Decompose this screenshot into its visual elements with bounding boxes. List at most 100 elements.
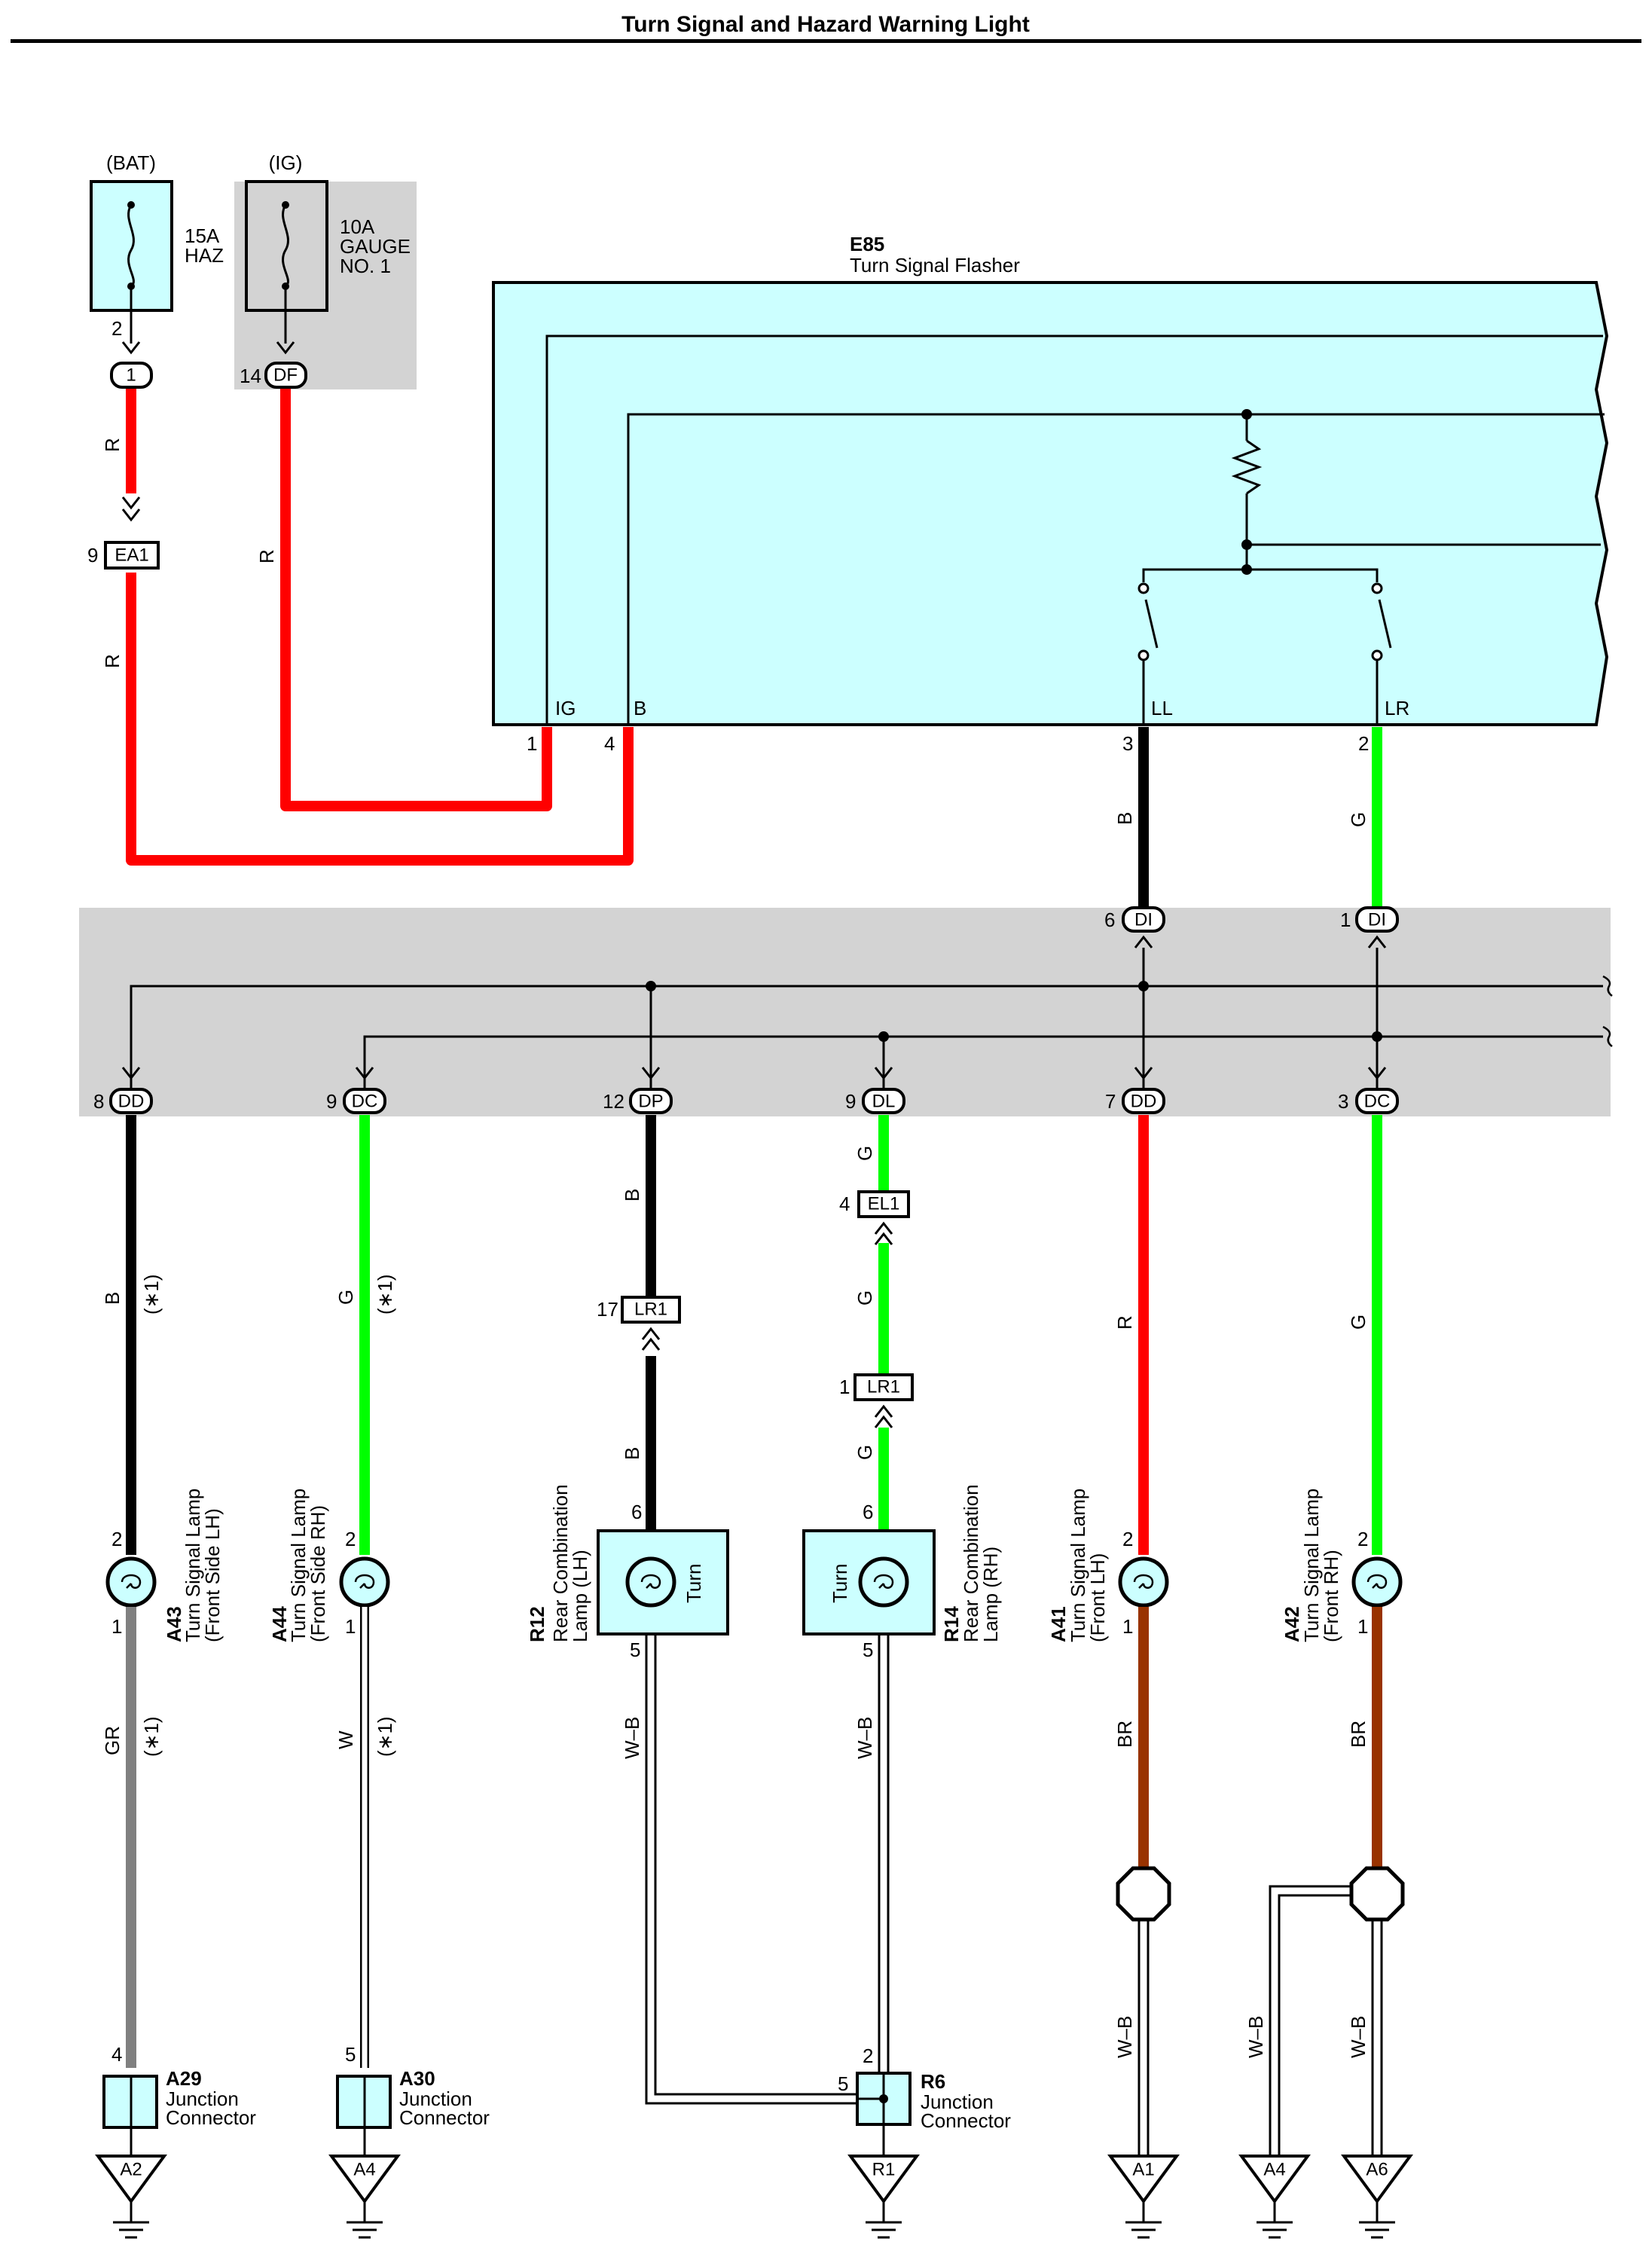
jc-pin: 4 xyxy=(111,2043,122,2066)
fuse-source-label: (IG) xyxy=(269,151,303,174)
wire-color-label: BR xyxy=(1113,1721,1136,1748)
lamp-a44: 2 1 A44 Turn Signal Lamp (Front Side RH) xyxy=(268,1489,390,1642)
red-wires-top: EA1 9 R R R xyxy=(87,389,634,866)
connector-chevron-icon xyxy=(1134,1067,1153,1080)
lamp-r14: 6 Turn 5 R14 Rear Combination Lamp (RH) xyxy=(802,1484,1002,1661)
lamp-pin: 2 xyxy=(1122,1528,1133,1550)
ground-label: A1 xyxy=(1132,2160,1154,2180)
wire-color-label: W–B xyxy=(853,1717,876,1759)
connector-oval xyxy=(343,1088,386,1114)
wire-color-label: GR xyxy=(101,1726,124,1755)
wire-color-label: G xyxy=(853,1445,876,1460)
lamp-name: Lamp (LH) xyxy=(569,1550,591,1642)
connector-oval xyxy=(264,362,307,389)
ground-a1: A1 xyxy=(1107,2155,1180,2239)
wire-color-label: G xyxy=(853,1290,876,1306)
lamp-name: (Front LH) xyxy=(1086,1553,1109,1642)
flasher-internal-line xyxy=(545,334,1603,725)
connector-chevron-icon xyxy=(121,341,141,355)
jc-name: Connector xyxy=(399,2106,490,2129)
lamp-pin: 1 xyxy=(1357,1615,1368,1638)
wire-color-label: B xyxy=(621,1189,643,1202)
lamp-pin: 5 xyxy=(630,1638,640,1661)
page-title: Turn Signal and Hazard Warning Light xyxy=(621,12,1030,37)
wire-color-label: R xyxy=(101,438,124,452)
terminal-pin: 1 xyxy=(527,732,537,755)
resistor-icon xyxy=(1231,439,1263,495)
connector-oval xyxy=(1355,1088,1399,1114)
ground-icon xyxy=(1107,2155,1180,2204)
jc-pin: 5 xyxy=(345,2043,356,2066)
lamp-name: Rear Combination xyxy=(549,1484,572,1642)
inline-connector xyxy=(621,1296,681,1324)
wire-color-label: G xyxy=(853,1146,876,1161)
wire-color-label: B xyxy=(1113,812,1136,825)
wire-color-label: W–B xyxy=(1244,2016,1267,2058)
fuse-rating: 15A xyxy=(185,224,220,247)
bulb-filament-icon xyxy=(121,1574,142,1589)
wire-note: (∗1) xyxy=(140,1274,163,1315)
connector-code: DF xyxy=(273,365,298,386)
junction-block: DI 6 DI 1 DD 8 DC 12 9 DP xyxy=(93,906,1613,1114)
fuse-terminal xyxy=(127,201,135,209)
connector-oval xyxy=(862,1088,905,1114)
wire-color-label: B xyxy=(101,1292,124,1305)
connector-code: DL xyxy=(872,1092,896,1112)
ground-r1: R1 xyxy=(847,2155,920,2239)
connector-chevron-icon xyxy=(874,1404,893,1428)
ground-wires: GR (∗1) W (∗1) W–B W–B BR BR W–B W–B W–B xyxy=(101,1607,1405,2156)
fuse-gauge: (IG) 10A GAUGE NO. 1 14 DF xyxy=(240,151,411,389)
connector-pin: 8 xyxy=(93,1090,104,1113)
lamp-pin: 6 xyxy=(631,1501,642,1523)
wire-color-label: W–B xyxy=(1113,2016,1136,2058)
flasher-internal-line xyxy=(627,413,1605,725)
title-rule xyxy=(11,39,1641,43)
terminal-pin: 3 xyxy=(1122,732,1133,755)
bulb-icon xyxy=(625,1556,676,1608)
lamp-name: (Front RH) xyxy=(1320,1550,1342,1642)
connector-code: DI xyxy=(1368,910,1386,930)
ground-label: A4 xyxy=(353,2160,375,2180)
ground-label: A6 xyxy=(1366,2160,1388,2180)
ground-a6: A6 xyxy=(1341,2155,1413,2239)
wire-color-label: G xyxy=(1347,1315,1370,1330)
fuse-pin: 2 xyxy=(111,317,122,340)
wire-color-label: W–B xyxy=(621,1717,643,1759)
ground-icon xyxy=(847,2155,920,2204)
connector-chevron-icon xyxy=(355,1067,374,1080)
fuse-terminal xyxy=(282,201,289,209)
lamp-id: A41 xyxy=(1047,1606,1070,1642)
fuse-pin: 14 xyxy=(240,365,261,387)
ground-icon xyxy=(328,2155,401,2204)
fuse-element-icon xyxy=(127,204,135,288)
lamp-pin: 2 xyxy=(1357,1528,1368,1550)
lamp-pin: 1 xyxy=(1122,1615,1133,1638)
flasher-name: Turn Signal Flasher xyxy=(850,254,1020,276)
wire-color-label: R xyxy=(101,654,124,668)
fuse-source-label: (BAT) xyxy=(106,151,156,174)
junction-block-shade xyxy=(79,908,1611,1116)
connector-code: DC xyxy=(1364,1092,1391,1112)
lamp-id: A44 xyxy=(268,1606,291,1642)
connector-oval xyxy=(1122,906,1165,933)
inline-connector-pin: 9 xyxy=(87,544,98,567)
lamp-id: A43 xyxy=(163,1606,185,1642)
lamp-inner-label: Turn xyxy=(682,1564,705,1604)
terminal-pin: 4 xyxy=(604,732,615,755)
jc-id: A30 xyxy=(399,2067,435,2090)
terminal-label: B xyxy=(634,697,646,719)
jc-id: A29 xyxy=(166,2067,202,2090)
lower-wires: EL1 4 LR1 17 LR1 1 B (∗1) G (∗1) B B G G… xyxy=(101,1115,1382,1555)
lamp-name: Rear Combination xyxy=(960,1484,982,1642)
terminal-pin: 2 xyxy=(1358,732,1369,755)
terminal-label: LR xyxy=(1385,697,1409,719)
relay-switch-ll-icon xyxy=(1137,582,1159,725)
connector-chevron-icon xyxy=(1367,935,1387,948)
lamp-name: Lamp (RH) xyxy=(979,1547,1002,1642)
lamp-a42: 2 1 A42 Turn Signal Lamp (Front RH) xyxy=(1281,1489,1403,1642)
lamp-pin: 1 xyxy=(345,1615,356,1638)
inline-connector-code: LR1 xyxy=(634,1300,667,1320)
lamp-name: (Front Side LH) xyxy=(201,1508,224,1642)
terminal-label: LL xyxy=(1151,697,1173,719)
lamp-name: (Front Side RH) xyxy=(307,1505,329,1642)
